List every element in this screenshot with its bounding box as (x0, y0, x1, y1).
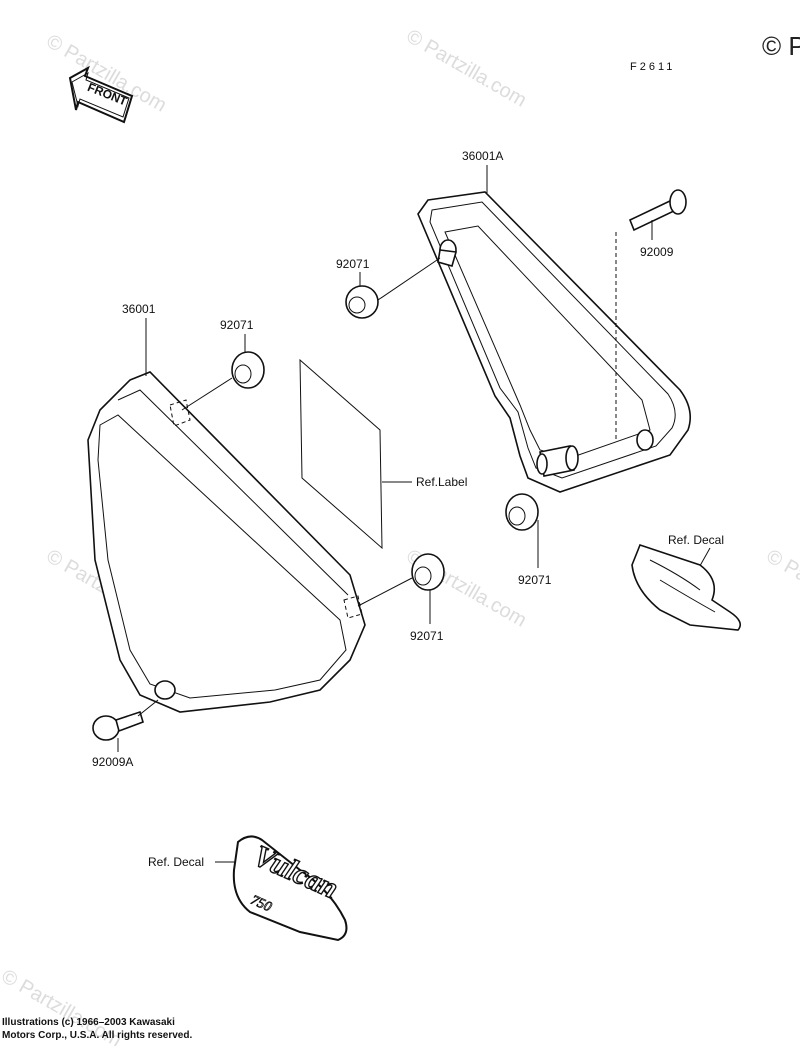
watermark: © Partzilla.com (403, 25, 531, 111)
part-label-bolt: 92009 (640, 245, 674, 259)
grommet-icon (411, 553, 445, 591)
part-label-grommet: 92071 (518, 573, 552, 587)
credit-line: Motors Corp., U.S.A. All rights reserved… (2, 1030, 193, 1041)
part-label-cover-left: 36001 (122, 302, 156, 316)
side-cover-right (417, 191, 691, 493)
part-label-bolt: 92009A (92, 755, 133, 769)
copyright-credit: Illustrations (c) 1966–2003 Kawasaki Mot… (2, 1016, 192, 1042)
ref-decal-right-text: Ref. Decal (668, 533, 724, 547)
side-cover-left (87, 371, 366, 713)
watermark-corner: © P (762, 31, 800, 61)
part-label-grommet: 92071 (220, 318, 254, 332)
decal-right-icon (631, 544, 741, 631)
ref-label-sheet (299, 358, 383, 550)
figure-code: F2611 (630, 61, 675, 73)
bolt-icon (628, 189, 687, 232)
grommet-icon (231, 351, 265, 389)
part-label-cover-right: 36001A (462, 149, 503, 163)
bolt-icon (92, 710, 144, 741)
credit-line: Illustrations (c) 1966–2003 Kawasaki (2, 1017, 175, 1028)
part-label-grommet: 92071 (410, 629, 444, 643)
grommet-icon (345, 285, 379, 319)
grommet-icon (505, 493, 539, 531)
ref-decal-bottom-text: Ref. Decal (148, 855, 204, 869)
ref-label-text: Ref.Label (416, 475, 467, 489)
watermark: © Partzilla.com (763, 545, 800, 631)
decal-vulcan-icon: Vulcan 750 (232, 835, 348, 942)
part-label-grommet: 92071 (336, 257, 370, 271)
